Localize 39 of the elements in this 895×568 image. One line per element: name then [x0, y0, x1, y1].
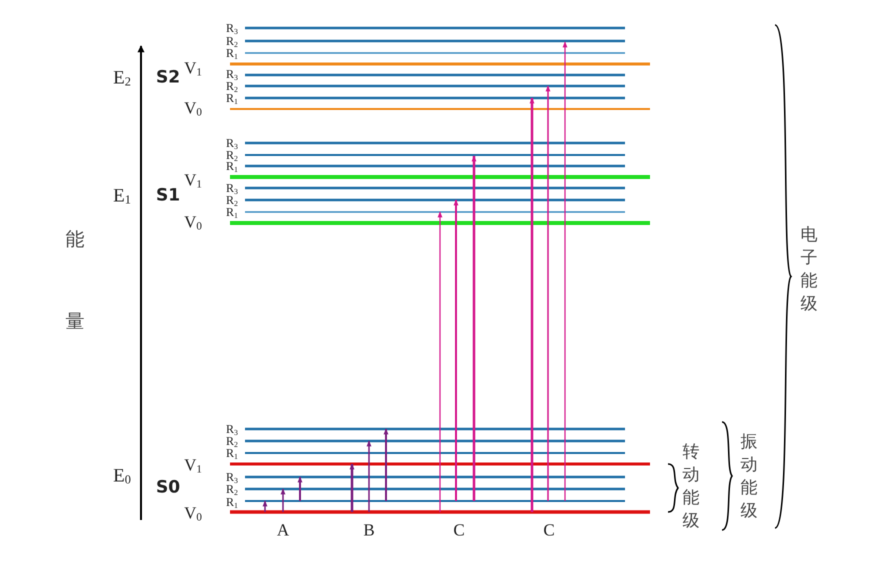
- level-label: R$_{1}$: [226, 206, 238, 220]
- level-label: V$_{1}$: [184, 456, 202, 476]
- level-label: R$_{2}$: [226, 80, 238, 94]
- level-label: R$_{2}$: [226, 35, 238, 49]
- level-label: R$_{2}$: [226, 435, 238, 449]
- bracket-label: 振动能级: [740, 431, 758, 523]
- state-label: S1: [156, 188, 180, 204]
- level-label: V$_{0}$: [184, 504, 202, 524]
- level-label: R$_{3}$: [226, 137, 238, 151]
- level-label: R$_{2}$: [226, 483, 238, 497]
- level-label: R$_{3}$: [226, 423, 238, 437]
- level-label: R$_{1}$: [226, 447, 238, 461]
- level-label: R$_{1}$: [226, 496, 238, 510]
- level-label: E$_{0}$: [113, 466, 131, 486]
- state-label: S2: [156, 70, 180, 86]
- level-label: R$_{2}$: [226, 149, 238, 163]
- level-label: R$_{1}$: [226, 92, 238, 106]
- level-label: R$_{3}$: [226, 182, 238, 196]
- level-label: V$_{1}$: [184, 171, 202, 191]
- transition-label: C: [543, 522, 555, 538]
- transition-label: B: [363, 522, 375, 538]
- level-label: V$_{1}$: [184, 59, 202, 79]
- axis-label: 能: [66, 230, 84, 250]
- level-label: R$_{3}$: [226, 68, 238, 82]
- level-label: V$_{0}$: [184, 99, 202, 119]
- transition-label: C: [453, 522, 465, 538]
- axis-label: 量: [66, 312, 84, 332]
- level-label: E$_{2}$: [113, 68, 131, 88]
- level-label: R$_{2}$: [226, 194, 238, 208]
- level-label: E$_{1}$: [113, 186, 131, 206]
- state-label: S0: [156, 480, 180, 496]
- bracket-label: 电子能级: [800, 224, 818, 316]
- level-label: R$_{1}$: [226, 160, 238, 174]
- bracket-label: 转动能级: [682, 441, 700, 533]
- level-label: V$_{0}$: [184, 213, 202, 233]
- level-label: R$_{3}$: [226, 471, 238, 485]
- transition-label: A: [276, 522, 290, 538]
- level-label: R$_{3}$: [226, 22, 238, 36]
- level-label: R$_{1}$: [226, 47, 238, 61]
